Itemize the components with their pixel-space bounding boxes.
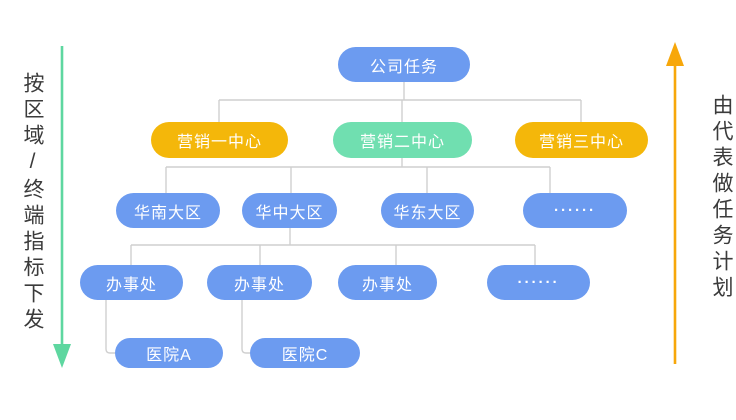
node-hospital-a: 医院A: [115, 338, 223, 368]
node-region-central: 华中大区: [242, 193, 337, 228]
node-region-south: 华南大区: [116, 193, 220, 228]
node-office-3: 办事处: [338, 265, 437, 300]
connector-lines: [105, 82, 582, 354]
right-up-arrowhead: [666, 42, 684, 66]
node-region-more: ······: [523, 193, 627, 228]
node-office-1: 办事处: [80, 265, 183, 300]
node-region-east: 华东大区: [381, 193, 474, 228]
node-hospital-c: 医院C: [250, 338, 360, 368]
node-marketing-center-2: 营销二中心: [333, 122, 472, 158]
left-annotation-text: 按区域/终端指标下发: [21, 72, 44, 334]
left-down-arrowhead: [53, 344, 71, 368]
node-office-more: ······: [487, 265, 590, 300]
right-annotation-text: 由代表做任务计划: [710, 94, 733, 302]
node-office-2: 办事处: [207, 265, 312, 300]
node-marketing-center-1: 营销一中心: [151, 122, 288, 158]
node-company-task: 公司任务: [338, 47, 470, 82]
node-marketing-center-3: 营销三中心: [515, 122, 648, 158]
